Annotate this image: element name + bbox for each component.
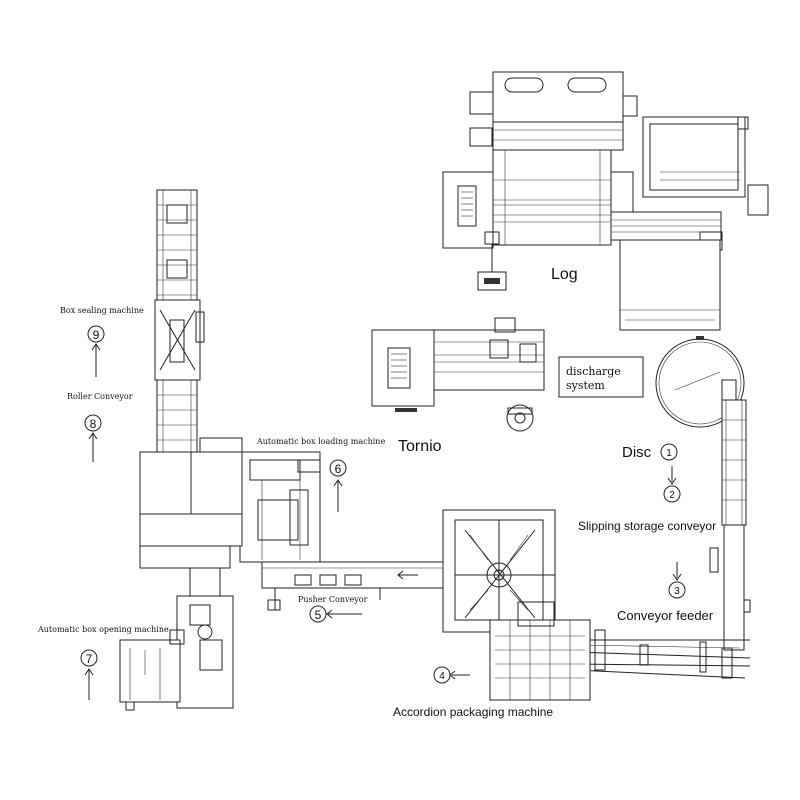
step-marker-7: 7 <box>80 649 98 700</box>
step-marker-2: 2 <box>663 466 681 503</box>
flow-arrow-pusher <box>397 570 418 580</box>
box-handling-unit <box>139 437 243 597</box>
step-number-7: 7 <box>86 652 93 666</box>
label-log: Log <box>551 266 578 283</box>
step-number-4: 4 <box>439 671 445 682</box>
label-discharge-line1: discharge <box>566 365 621 378</box>
log-machine <box>442 71 769 331</box>
step-marker-5: 5 <box>309 605 362 623</box>
step-number-6: 6 <box>335 462 342 476</box>
box-sealing-machine <box>154 299 205 381</box>
label-pusher: Pusher Conveyor <box>298 595 368 604</box>
label-slipping: Slipping storage conveyor <box>578 519 716 533</box>
label-conveyor-feeder: Conveyor feeder <box>617 608 714 623</box>
step-number-2: 2 <box>669 490 675 501</box>
discharge-system-box <box>558 356 644 398</box>
tornio-machine <box>371 317 545 432</box>
label-box-loading: Automatic box loading machine <box>256 437 385 446</box>
accordion-packaging-machine <box>442 509 591 701</box>
step-number-9: 9 <box>93 328 100 342</box>
step-number-1: 1 <box>666 448 672 459</box>
step-marker-6: 6 <box>329 459 347 512</box>
slipping-storage-conveyor <box>709 399 751 651</box>
disc-wheel <box>655 336 745 428</box>
box-loading-machine <box>239 451 321 563</box>
step-marker-1: 1 <box>660 443 678 461</box>
label-discharge-line2: system <box>566 379 605 392</box>
label-box-sealing: Box sealing machine <box>60 306 144 315</box>
label-tornio: Tornio <box>398 438 442 455</box>
step-marker-3: 3 <box>668 562 686 599</box>
step-marker-9: 9 <box>87 325 105 377</box>
step-number-3: 3 <box>674 586 680 597</box>
label-box-opening: Automatic box opening machine <box>37 625 169 634</box>
step-number-8: 8 <box>90 417 97 431</box>
label-disc: Disc <box>622 444 652 461</box>
step-number-5: 5 <box>315 608 322 622</box>
label-accordion: Accordion packaging machine <box>393 705 553 719</box>
step-marker-8: 8 <box>84 414 102 462</box>
step-marker-4: 4 <box>433 666 470 684</box>
conveyor-feeder <box>560 629 751 679</box>
box-opening-machine <box>119 595 234 711</box>
label-roller: Roller Conveyor <box>67 392 133 401</box>
